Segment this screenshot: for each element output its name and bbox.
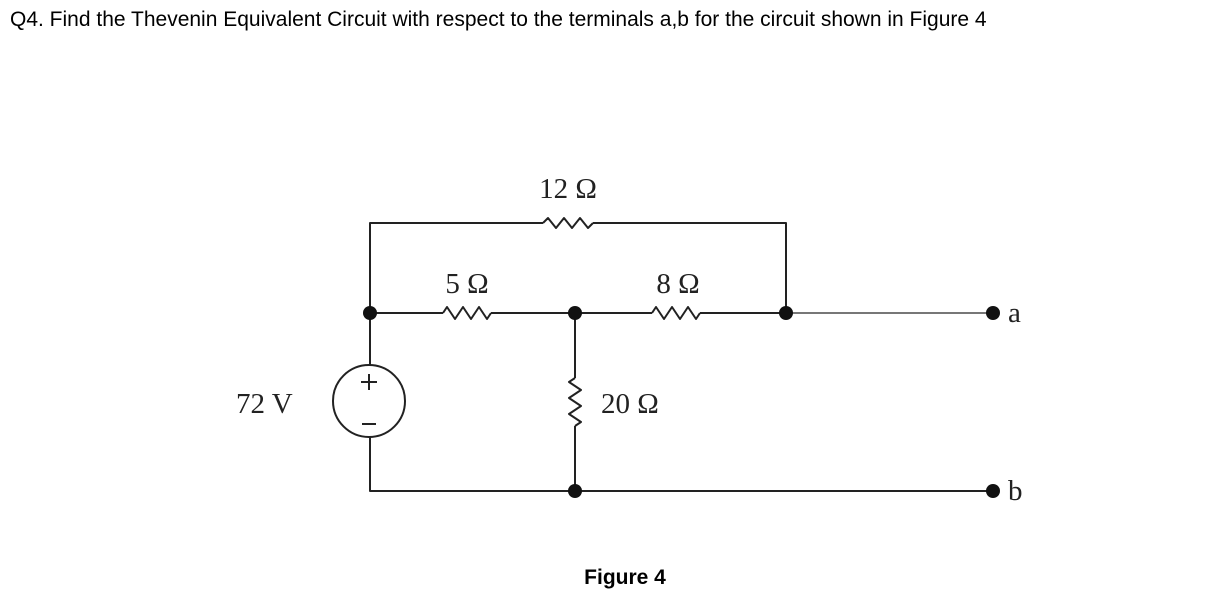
terminal-a-dot: [986, 306, 1000, 320]
node-bottom: [568, 484, 582, 498]
node-middle: [568, 306, 582, 320]
terminal-b-dot: [986, 484, 1000, 498]
question-text: Q4. Find the Thevenin Equivalent Circuit…: [10, 8, 987, 31]
label-12-ohm: 12 Ω: [539, 173, 597, 205]
figure-caption: Figure 4: [584, 566, 666, 589]
terminal-b-label: b: [1008, 475, 1023, 507]
label-72-v: 72 V: [236, 388, 293, 420]
label-5-ohm: 5 Ω: [445, 268, 488, 300]
wire-top-left: [369, 222, 543, 313]
label-8-ohm: 8 Ω: [656, 268, 699, 300]
voltage-source: [332, 364, 406, 438]
resistor-12-ohm: [542, 217, 594, 229]
node-right: [779, 306, 793, 320]
terminal-a-label: a: [1008, 297, 1021, 329]
resistor-8-ohm: [651, 306, 701, 320]
node-left: [363, 306, 377, 320]
source-minus-sign: −: [369, 429, 370, 431]
resistor-5-ohm: [442, 306, 492, 320]
resistor-20-ohm: [568, 377, 582, 427]
wire-top-right: [593, 222, 787, 313]
label-20-ohm: 20 Ω: [601, 388, 659, 420]
wire-source-bottom: [369, 436, 993, 492]
